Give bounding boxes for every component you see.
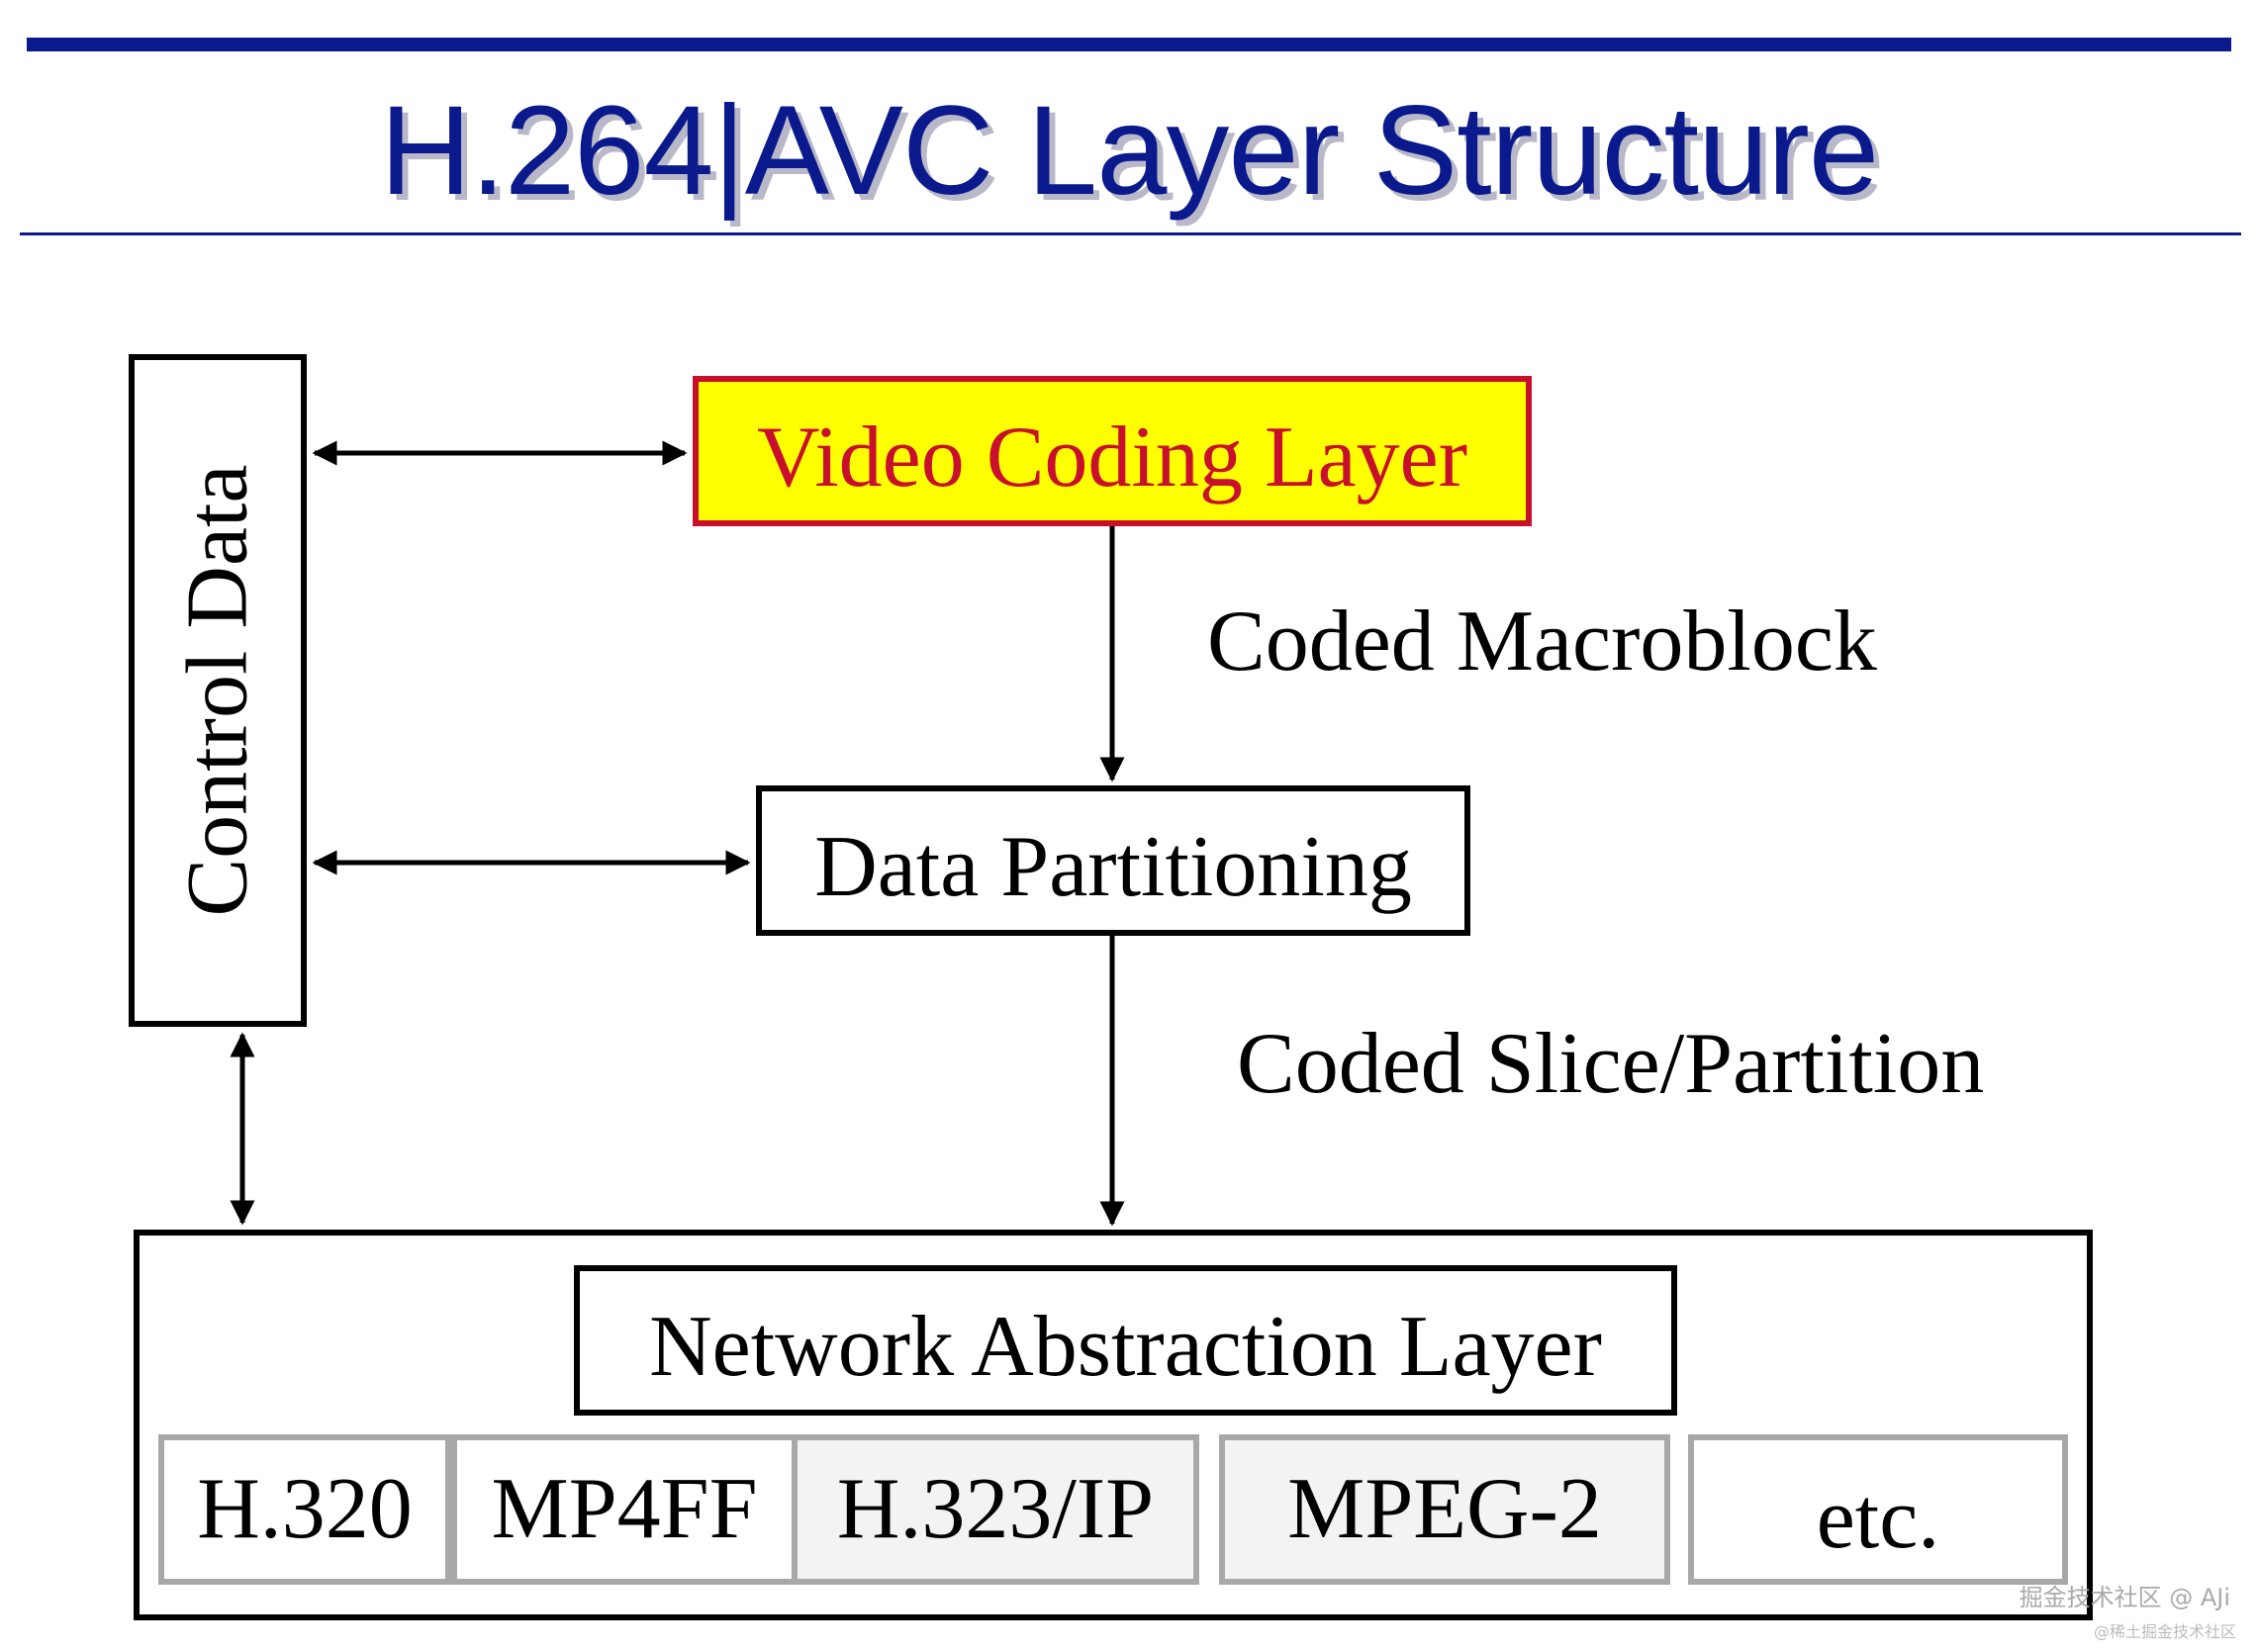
transport-mp4ff: MP4FF [451,1434,798,1585]
watermark: 掘金技术社区 @ AJi [2019,1584,2230,1611]
transport-h323-ip: H.323/IP [792,1434,1199,1585]
coded-slice-partition-label: Coded Slice/Partition [1237,1016,1985,1112]
transport-etc: etc. [1688,1434,2068,1585]
watermark-small: @稀土掘金技术社区 [2093,1622,2236,1641]
page-title: H.264|AVC Layer Structure [379,80,1879,222]
data-partitioning-box: Data Partitioning [756,785,1470,936]
network-abstraction-layer-box: Network Abstraction Layer [574,1265,1677,1416]
control-data-label: Control Data [169,464,266,917]
control-data-box: Control Data [129,354,307,1027]
coded-macroblock-label: Coded Macroblock [1207,594,1877,689]
video-coding-layer-label: Video Coding Layer [756,410,1468,505]
title-top-rule [27,38,2231,51]
title-bottom-rule [20,232,2241,235]
transport-mpeg2: MPEG-2 [1219,1434,1670,1585]
transport-h320: H.320 [158,1434,451,1585]
video-coding-layer-box: Video Coding Layer [693,376,1532,526]
data-partitioning-label: Data Partitioning [814,819,1412,915]
network-abstraction-layer-label: Network Abstraction Layer [649,1299,1602,1395]
